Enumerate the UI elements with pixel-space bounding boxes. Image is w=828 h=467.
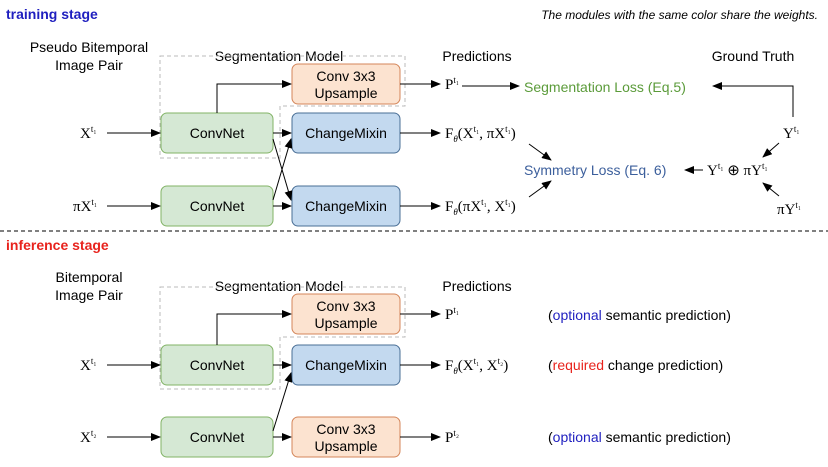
inference-input-x-t1: Xt₁ (80, 356, 96, 374)
conv-upsample-label-line2: Upsample (314, 315, 377, 331)
arrow-gt-to-seg-loss (712, 82, 794, 117)
training-conv-upsample-box: Conv 3x3 Upsample (291, 63, 401, 105)
inference-input-title-line1: Bitemporal (56, 269, 123, 285)
convnet-label: ConvNet (190, 198, 245, 214)
arrow-pred-f2-to-sym-loss (528, 180, 552, 198)
inference-input-title-line2: Image Pair (55, 287, 123, 303)
training-ground-truth-title: Ground Truth (712, 48, 795, 64)
training-pred-f1: Fθ(Xt₁, πXt₁) (445, 124, 516, 144)
inference-conv-upsample-box-1: Conv 3x3 Upsample (291, 293, 401, 335)
inference-convnet-box-2: ConvNet (160, 416, 274, 458)
training-changemixin-box-1: ChangeMixin (291, 112, 401, 154)
inference-seg-model-group (159, 286, 406, 390)
inference-pred-p-t2: Pt₂ (445, 428, 459, 446)
changemixin-label: ChangeMixin (305, 125, 387, 141)
inference-seg-model-title: Segmentation Model (215, 278, 343, 294)
training-input-x-t1: Xt₁ (80, 124, 96, 142)
changemixin-label: ChangeMixin (305, 198, 387, 214)
arrow-inf-convnet-to-conv-upsample (216, 310, 292, 345)
inference-convnet-box-1: ConvNet (160, 344, 274, 386)
note-optional-semantic-2: (optional semantic prediction) (548, 429, 731, 445)
convnet-label: ConvNet (190, 429, 245, 445)
training-convnet-box-1: ConvNet (160, 112, 274, 154)
inference-pred-f: Fθ(Xt₁, Xt₂) (445, 356, 508, 376)
arrow-gt-piy-to-combined (762, 182, 780, 197)
arrow-pred-f1-to-sym-loss (528, 143, 552, 161)
weight-sharing-note: The modules with the same color share th… (541, 8, 818, 22)
inference-pred-p-t1: Pt₁ (445, 305, 459, 323)
training-input-title-line2: Image Pair (55, 57, 123, 73)
training-seg-model-group (159, 55, 406, 159)
inference-predictions-title: Predictions (442, 278, 511, 294)
training-convnet-box-2: ConvNet (160, 185, 274, 227)
segmentation-loss-label: Segmentation Loss (Eq.5) (524, 79, 686, 95)
gt-pi-y-t1: πYt₁ (777, 200, 801, 218)
inference-changemixin-box: ChangeMixin (291, 344, 401, 386)
arrow-inf-convnet2-to-changemixin (272, 372, 293, 432)
training-changemixin-box-2: ChangeMixin (291, 185, 401, 227)
training-stage-title: training stage (6, 6, 98, 22)
arrow-convnet2-to-changemixin1 (272, 138, 293, 201)
arrow-gt-y-to-combined (762, 142, 780, 158)
arrow-convnet-to-conv-upsample (216, 80, 292, 113)
gt-y-t1: Yt₁ (783, 124, 799, 142)
conv-upsample-label-line1: Conv 3x3 (316, 298, 375, 314)
inference-conv-upsample-box-2: Conv 3x3 Upsample (291, 416, 401, 458)
note-optional-semantic-1: (optional semantic prediction) (548, 307, 731, 323)
convnet-label: ConvNet (190, 357, 245, 373)
inference-input-x-t2: Xt₂ (80, 428, 96, 446)
conv-upsample-label-line1: Conv 3x3 (316, 421, 375, 437)
conv-upsample-label-line2: Upsample (314, 85, 377, 101)
gt-combined: Yt₁ ⊕ πYt₁ (707, 161, 768, 179)
training-predictions-title: Predictions (442, 48, 511, 64)
inference-stage-title: inference stage (6, 237, 109, 253)
conv-upsample-label-line2: Upsample (314, 438, 377, 454)
note-required-change: (required change prediction) (548, 357, 723, 373)
training-input-title-line1: Pseudo Bitemporal (30, 39, 148, 55)
training-pred-p-t1: Pt₁ (445, 75, 459, 93)
symmetry-loss-label: Symmetry Loss (Eq. 6) (524, 162, 666, 178)
training-pred-f2: Fθ(πXt₁, Xt₁) (445, 197, 516, 217)
training-input-pix-t1: πXt₁ (73, 197, 97, 215)
changemixin-label: ChangeMixin (305, 357, 387, 373)
conv-upsample-label-line1: Conv 3x3 (316, 68, 375, 84)
convnet-label: ConvNet (190, 125, 245, 141)
